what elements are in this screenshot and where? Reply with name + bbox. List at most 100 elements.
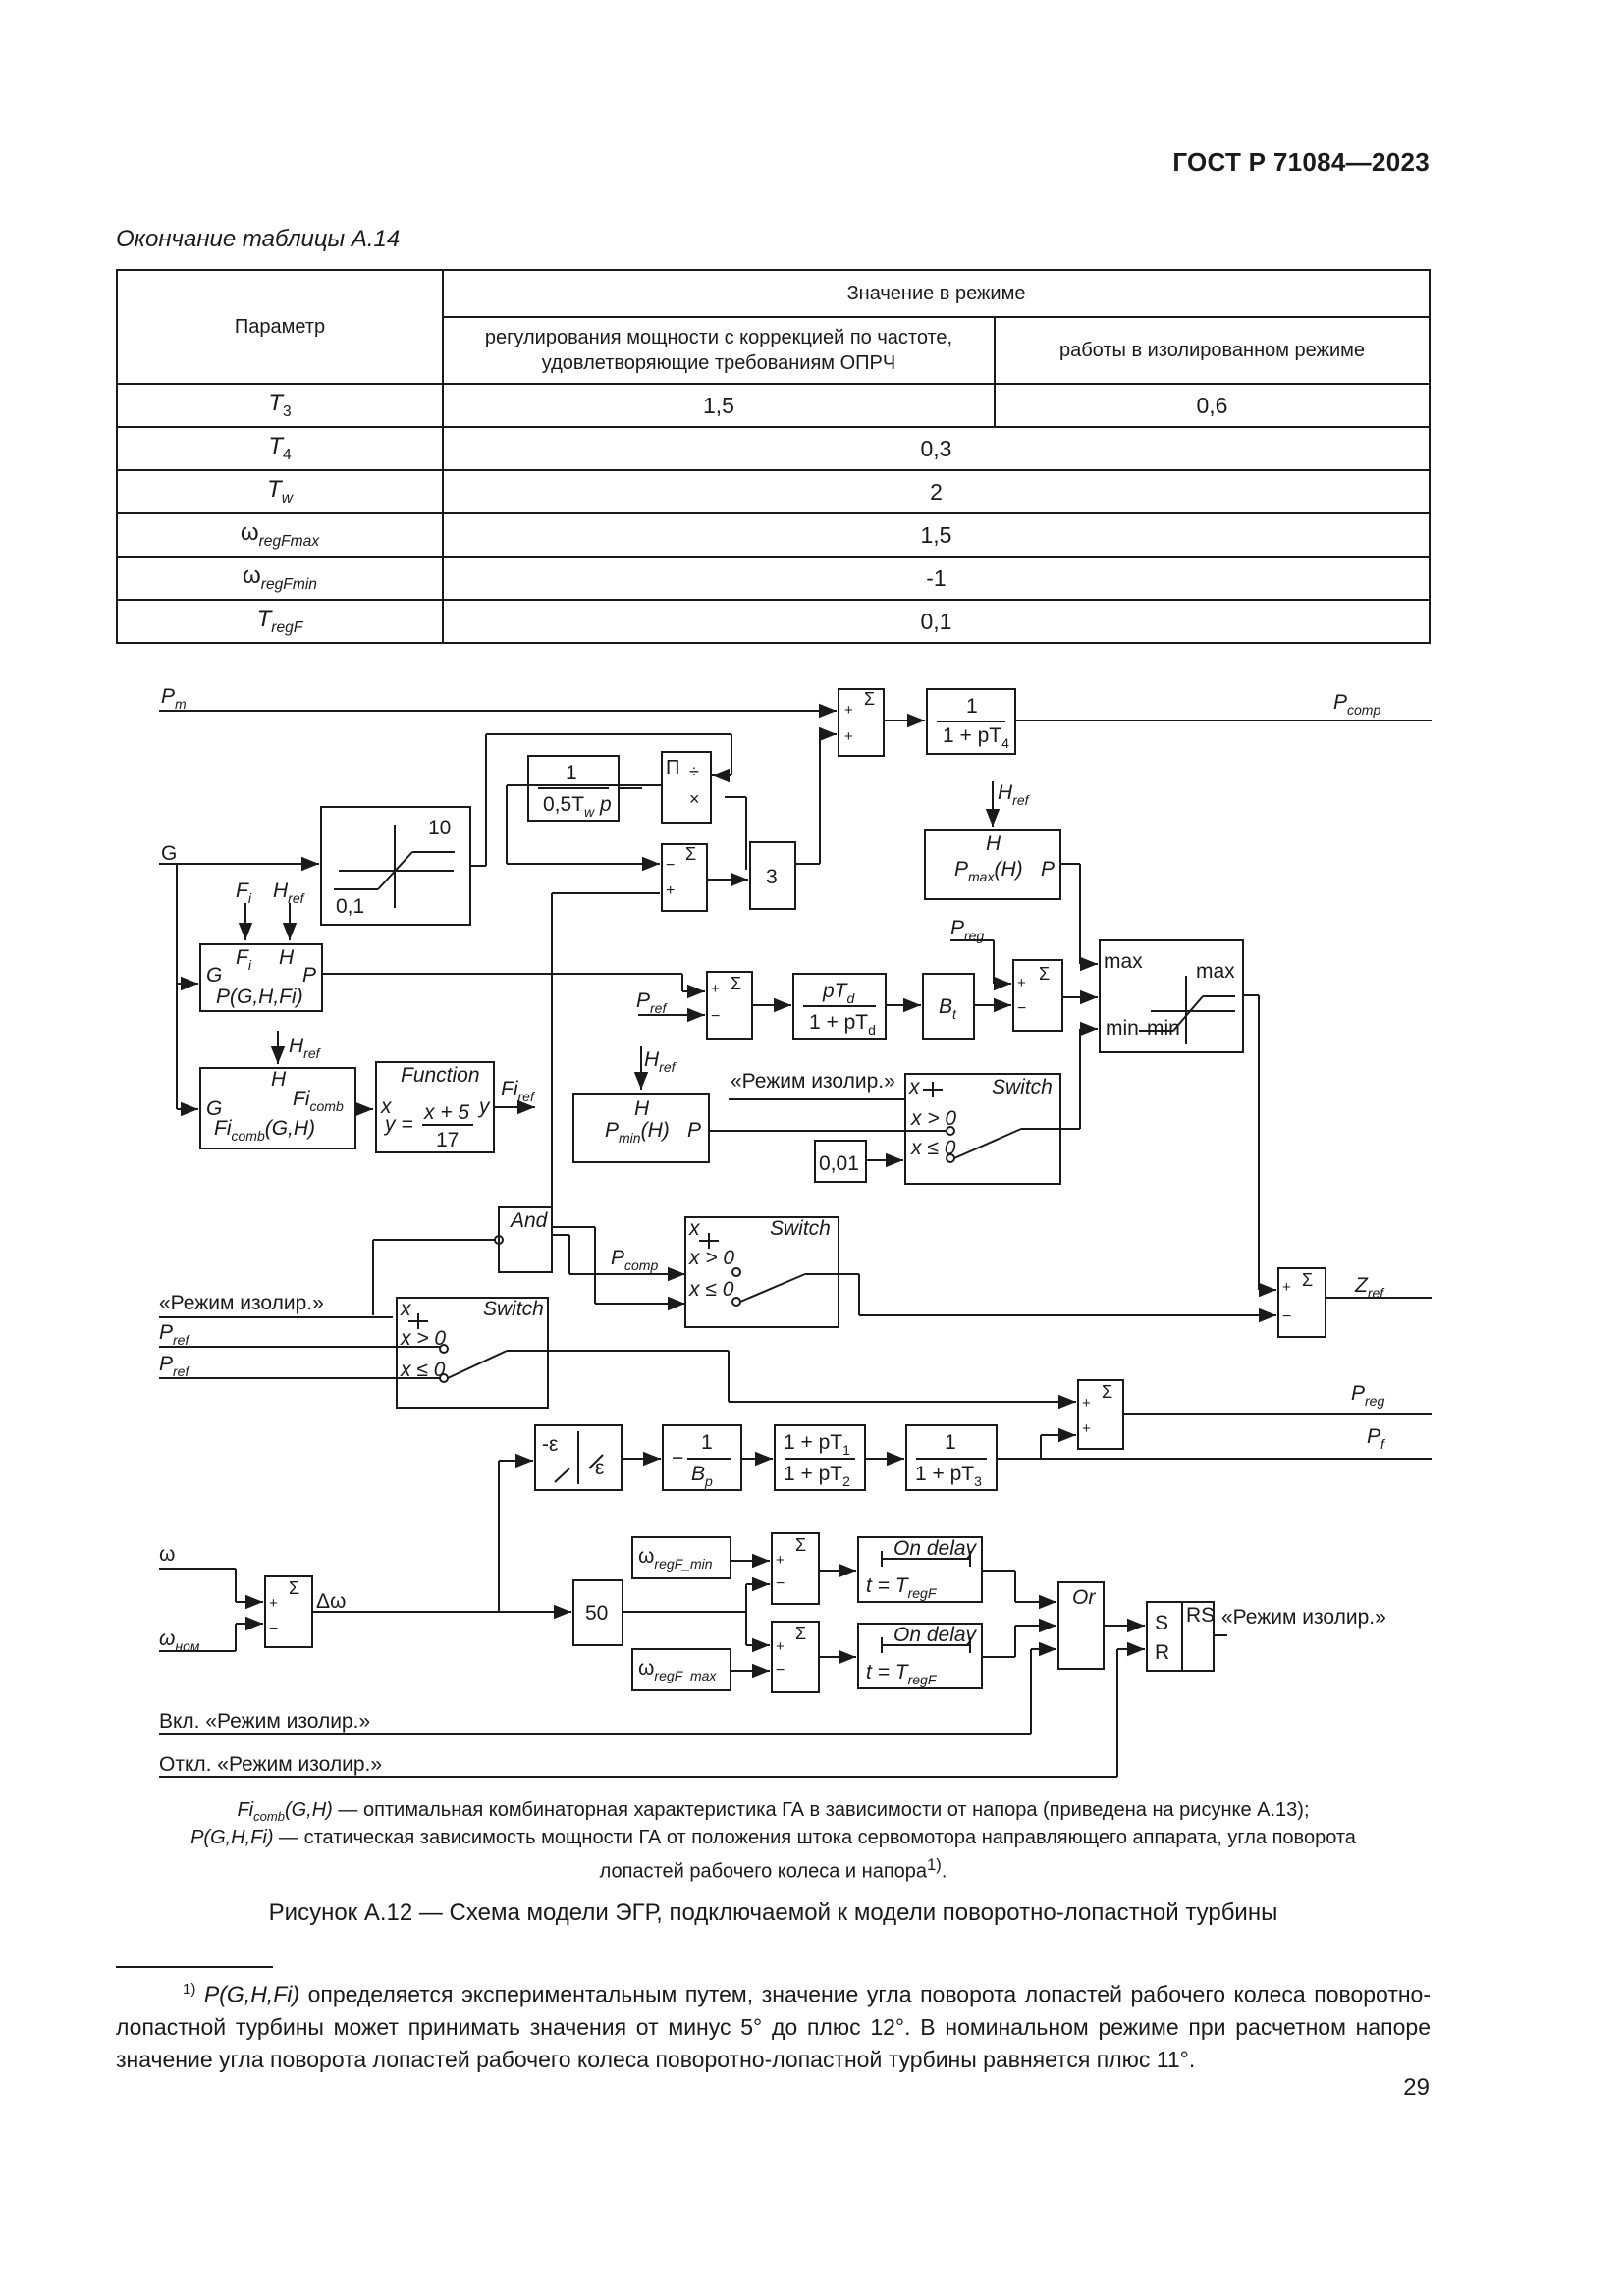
svg-text:x > 0: x > 0: [910, 1107, 956, 1130]
pmin-block: [572, 1093, 710, 1163]
svg-text:Pref: Pref: [636, 989, 668, 1016]
svg-text:Fi: Fi: [236, 946, 252, 973]
svg-text:Switch: Switch: [992, 1076, 1053, 1098]
param-cell: T3: [116, 383, 444, 428]
svg-text:+: +: [1017, 975, 1026, 991]
svg-text:+: +: [1282, 1279, 1291, 1296]
svg-text:÷: ÷: [689, 762, 699, 781]
param-cell: ωregFmax: [116, 512, 444, 558]
svg-text:On delay: On delay: [893, 1624, 978, 1646]
table-caption: Окончание таблицы А.14: [116, 226, 401, 252]
svg-text:Σ: Σ: [795, 1535, 806, 1555]
svg-text:G: G: [206, 964, 222, 987]
value-cell: -1: [442, 556, 1431, 601]
svg-text:Href: Href: [998, 781, 1031, 808]
table-row: ωregFmax 1,5: [116, 512, 1431, 558]
svg-text:t = TregF: t = TregF: [866, 1575, 938, 1601]
svg-text:max: max: [1104, 950, 1143, 973]
sum-feedback-block: [661, 843, 708, 912]
svg-text:Href: Href: [273, 880, 306, 906]
pcomp-label: Pcomp: [1333, 691, 1380, 718]
page-number: 29: [1403, 2074, 1430, 2101]
svg-text:P(G,H,Fi): P(G,H,Fi): [216, 986, 303, 1008]
switch-pref-block: [396, 1297, 549, 1409]
pgh-block: [199, 943, 323, 1012]
svg-text:max: max: [1196, 960, 1235, 983]
param-cell: Tw: [116, 469, 444, 514]
svg-text:Href: Href: [289, 1035, 322, 1061]
mode-group-header: Значение в режиме: [442, 269, 1431, 318]
block-diagram: Pm Pcomp ++Σ 1 1 + pT4 G 10 0,1 1 0,5Tw …: [159, 685, 1432, 1778]
table-row: T4 0,3: [116, 426, 1431, 471]
sum-preg-out-block: [1077, 1379, 1124, 1450]
switch-pcomp-block: [684, 1216, 839, 1328]
svg-text:1 + pT2: 1 + pT2: [784, 1463, 850, 1489]
svg-text:On delay: On delay: [893, 1537, 978, 1560]
svg-text:And: And: [509, 1209, 549, 1232]
svg-text:−: −: [776, 1575, 785, 1592]
svg-text:1 + pT1: 1 + pT1: [784, 1431, 850, 1458]
mode-isolated-header: работы в изолированном режиме: [994, 316, 1431, 385]
sum-omega-min-block: [771, 1532, 820, 1605]
svg-text:Zref: Zref: [1354, 1274, 1385, 1301]
svg-text:Σ: Σ: [864, 689, 875, 709]
omega-min-block: [631, 1536, 731, 1579]
svg-text:Switch: Switch: [770, 1217, 831, 1240]
footnote: 1) P(G,H,Fi) определяется эксперименталь…: [116, 1981, 1431, 2072]
svg-text:−: −: [672, 1447, 683, 1469]
svg-text:x > 0: x > 0: [688, 1247, 734, 1269]
svg-text:P: P: [687, 1119, 701, 1142]
svg-text:−: −: [666, 857, 675, 874]
svg-text:x ≤ 0: x ≤ 0: [400, 1359, 446, 1381]
svg-text:Δω: Δω: [316, 1590, 346, 1613]
svg-text:Function: Function: [401, 1064, 480, 1087]
svg-text:«Режим изолир.»: «Режим изолир.»: [159, 1292, 324, 1314]
svg-text:Σ: Σ: [1302, 1270, 1313, 1290]
value-cell: 0,3: [442, 426, 1431, 471]
svg-text:Fi: Fi: [236, 880, 252, 906]
svg-text:Pref: Pref: [159, 1321, 190, 1348]
svg-text:+: +: [666, 882, 675, 899]
svg-text:P: P: [302, 964, 316, 987]
svg-text:x: x: [380, 1095, 393, 1118]
svg-text:S: S: [1155, 1612, 1168, 1634]
svg-text:Preg: Preg: [950, 917, 984, 943]
svg-text:1: 1: [566, 762, 577, 784]
svg-text:−: −: [711, 1008, 720, 1025]
svg-text:Preg: Preg: [1351, 1382, 1384, 1409]
mode-frequency-header: регулирования мощности с коррекцией по ч…: [442, 316, 996, 385]
svg-text:10: 10: [428, 817, 451, 839]
svg-text:x: x: [908, 1076, 921, 1098]
svg-text:17: 17: [436, 1129, 459, 1151]
value-cell: 0,1: [442, 599, 1431, 644]
svg-text:t = TregF: t = TregF: [866, 1661, 938, 1687]
svg-text:+: +: [844, 728, 853, 745]
svg-text:Pcomp: Pcomp: [611, 1247, 658, 1273]
svg-text:0,01: 0,01: [819, 1152, 859, 1175]
svg-text:Откл. «Режим изолир.»: Откл. «Режим изолир.»: [159, 1753, 382, 1776]
svg-text:Pmax(H): Pmax(H): [954, 858, 1023, 884]
value-cell: 1,5: [442, 383, 996, 428]
svg-text:y: y: [477, 1095, 491, 1118]
svg-text:ωregF_min: ωregF_min: [638, 1545, 713, 1572]
value-cell: 2: [442, 469, 1431, 514]
svg-text:−: −: [1282, 1308, 1291, 1325]
svg-text:1: 1: [966, 695, 978, 718]
svg-text:+: +: [844, 702, 853, 719]
table-row: ωregFmin -1: [116, 556, 1431, 601]
svg-text:min: min: [1106, 1017, 1139, 1040]
svg-text:1: 1: [701, 1431, 713, 1454]
svg-text:+: +: [1082, 1420, 1091, 1437]
svg-text:Firef: Firef: [501, 1078, 536, 1104]
sum-preg-block: [1012, 959, 1063, 1032]
svg-text:H: H: [279, 946, 295, 969]
legend-note-2: P(G,H,Fi) — статическая зависимость мощн…: [190, 1827, 1356, 1848]
svg-text:Σ: Σ: [1039, 964, 1050, 984]
svg-text:0,5Tw p: 0,5Tw p: [543, 793, 612, 820]
svg-text:Pmin(H): Pmin(H): [605, 1119, 670, 1146]
svg-text:Bt: Bt: [939, 995, 957, 1022]
svg-text:+: +: [776, 1638, 785, 1655]
svg-text:ε: ε: [595, 1457, 604, 1479]
svg-text:P: P: [1041, 858, 1055, 881]
value-cell: 0,6: [994, 383, 1431, 428]
